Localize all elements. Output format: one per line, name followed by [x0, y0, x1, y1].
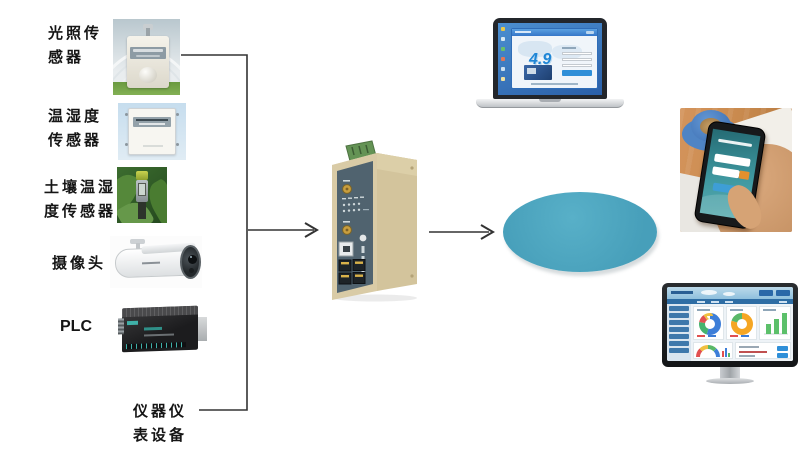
monitor-stand: [720, 367, 740, 380]
brand-logo-icon: [359, 234, 367, 242]
label-line: 光照传: [48, 26, 103, 42]
pc-monitoring-software: 4.9: [476, 12, 624, 112]
dashboard-screen: [667, 287, 793, 361]
label-line: PLC: [60, 318, 92, 335]
camera-body: [114, 242, 196, 279]
username-field: [713, 153, 751, 167]
label-line: 温湿度: [48, 109, 103, 125]
ethernet-port: [338, 259, 352, 272]
label-temp-humidity-sensor: 温湿度 传感器: [48, 105, 102, 153]
laptop-screen: 4.9: [498, 23, 602, 95]
mobile-app-login-photo: [680, 108, 792, 232]
ethernet-port: [352, 272, 366, 284]
dashboard-header: [667, 287, 793, 299]
label-line: 土壤温湿: [44, 180, 117, 196]
terminal-block: [345, 140, 377, 162]
captcha-badge: [738, 170, 750, 180]
donut-chart-panel: [726, 306, 757, 340]
window-titlebar: [512, 29, 597, 36]
cloud-platform-ellipse: [503, 192, 657, 272]
label-plc: PLC: [60, 318, 92, 336]
ethernet-port: [338, 241, 354, 257]
sensor-antenna-icon: [143, 24, 153, 30]
antenna-connector-icon: [342, 225, 352, 235]
password-field: [711, 166, 740, 179]
gateway-top-face: [332, 153, 417, 172]
app-title-text: [718, 138, 752, 148]
temp-humidity-sensor-photo: [118, 103, 186, 160]
antenna-connector-icon: [342, 184, 352, 194]
gateway-front-frame: [332, 153, 377, 300]
label-line: 度传感器: [44, 204, 117, 220]
arrowhead-icon: [480, 224, 495, 240]
light-sensor-device: [127, 24, 169, 88]
label-soil-sensor: 土壤温湿 度传感器: [44, 176, 116, 224]
label-instrument-devices: 仪器仪 表设备: [133, 400, 187, 448]
soil-probe-shaft: [138, 202, 146, 219]
soil-probe-display: [136, 180, 148, 202]
soil-sensor-photo: [117, 167, 167, 223]
light-sensor-photo: [113, 19, 180, 95]
laptop-base: [476, 99, 624, 108]
label-camera: 摄像头: [52, 252, 106, 276]
soil-probe-cap: [136, 171, 148, 180]
light-dome: [139, 67, 157, 83]
login-window: 4.9: [511, 28, 598, 89]
industrial-iot-gateway: [332, 140, 417, 302]
login-button: [562, 70, 592, 76]
label-line: 传感器: [48, 133, 103, 149]
bar-chart-panel: [759, 306, 791, 340]
laptop-lid: 4.9: [493, 18, 607, 99]
dashboard-monitor: [662, 283, 798, 384]
monitor-base: [706, 378, 754, 384]
label-line: 感器: [48, 50, 85, 66]
stats-panel: [735, 342, 791, 359]
plc-device: [118, 305, 198, 353]
plc-photo: [113, 301, 207, 357]
donut-chart-panel: [693, 306, 724, 340]
gauge-panel: [693, 342, 733, 359]
dashboard-main: [691, 304, 793, 361]
ethernet-port: [338, 272, 352, 285]
label-line: 摄像头: [52, 256, 107, 272]
gateway-side-face: [377, 153, 417, 291]
gateway-front-panel: [337, 161, 373, 293]
device-label-band: [133, 117, 171, 127]
camera-photo: [110, 236, 202, 288]
temp-sensor-device: [125, 108, 179, 155]
arrowhead-icon: [304, 222, 319, 238]
version-number: 4.9: [529, 51, 552, 68]
label-light-sensor: 光照传 感器: [48, 22, 102, 70]
monitor-bezel: [662, 283, 798, 367]
label-line: 表设备: [133, 428, 188, 444]
sensor-antenna-stem: [146, 28, 150, 36]
login-form: [562, 47, 592, 76]
ethernet-port: [352, 259, 366, 271]
camera-bracket: [130, 239, 145, 244]
label-line: 仪器仪: [133, 404, 188, 420]
camera-lens-icon: [180, 245, 201, 279]
dashboard-sidebar: [667, 304, 691, 361]
dashboard-navbar: [667, 299, 793, 304]
device-label-band: [130, 47, 166, 59]
promo-image: [524, 65, 552, 80]
